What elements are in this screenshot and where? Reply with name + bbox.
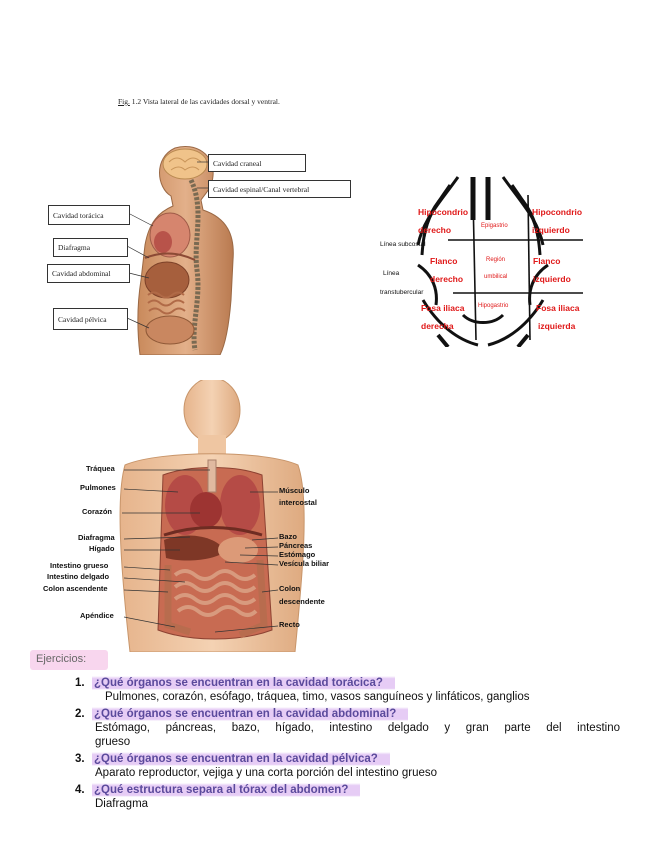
label-cavidad-abdominal: Cavidad abdominal (47, 264, 130, 283)
region-umbilical-2: umbilical (484, 274, 508, 280)
organ-label-recto: Recto (279, 620, 300, 629)
region-flanco-derecho-2: derecho (430, 274, 464, 284)
question-4: 4. ¿Qué estructura separa al tórax del a… (75, 783, 620, 797)
region-hipocondrio-izquierdo-1: Hipocondrio (532, 207, 583, 217)
question-number: 3. (75, 753, 85, 765)
region-flanco-derecho-1: Flanco (430, 256, 458, 266)
region-flanco-izquierdo-1: Flanco (533, 256, 561, 266)
region-flanco-izquierdo-2: izquierdo (533, 274, 571, 284)
region-epigastrio: Epigastrio (481, 223, 508, 229)
organ-label-bazo: Bazo (279, 532, 297, 541)
organ-label-intestino-delgado: Intestino delgado (47, 572, 110, 581)
organ-label-corazon: Corazón (82, 507, 112, 516)
question-2: 2. ¿Qué órganos se encuentran en la cavi… (75, 707, 620, 721)
question-text: ¿Qué órganos se encuentran en la cavidad… (92, 752, 390, 766)
question-number: 1. (75, 677, 85, 689)
figure-caption-prefix: Fig. (118, 97, 130, 106)
figure-caption: Fig. 1.2 Vista lateral de las cavidades … (118, 97, 280, 106)
organ-label-colon-2: descendente (279, 597, 325, 606)
exercises-list: 1. ¿Qué órganos se encuentran en la cavi… (75, 676, 620, 814)
label-cavidad-craneal: Cavidad craneal (208, 154, 306, 172)
answer-2-line-1: Estómago, páncreas, bazo, hígado, intest… (95, 722, 620, 734)
exercises-heading: Ejercicios: (30, 650, 108, 670)
region-umbilical-1: Región (486, 257, 506, 263)
answer-1: Pulmones, corazón, esófago, tráquea, tim… (105, 691, 530, 703)
lateral-cavities-figure: Cavidad craneal Cavidad espinal/Canal ve… (45, 140, 351, 355)
organ-label-higado: Hígado (89, 544, 115, 553)
organ-label-pulmones: Pulmones (80, 483, 116, 492)
region-fosa-iliaca-izquierda-2: izquierda (538, 321, 576, 331)
organ-label-apendice: Apéndice (80, 611, 114, 620)
answer-2-line-2: grueso (95, 736, 131, 748)
organ-label-diafragma: Diafragma (78, 533, 115, 542)
answer-2: Estómago, páncreas, bazo, hígado, intest… (95, 721, 620, 749)
organ-label-musculo-2: intercostal (279, 498, 317, 507)
linea-transtubercular-1: Línea (383, 270, 400, 277)
region-fosa-iliaca-derecha-2: derecha (421, 321, 454, 331)
label-cavidad-toracica: Cavidad torácica (48, 205, 130, 225)
region-hipocondrio-derecho-2: derecho (418, 225, 452, 235)
organ-label-colon-ascendente: Colon ascendente (43, 584, 108, 593)
linea-subcostal: Línea subcostal (380, 241, 426, 248)
question-3: 3. ¿Qué órganos se encuentran en la cavi… (75, 752, 620, 766)
label-cavidad-pelvica: Cavidad pélvica (53, 308, 128, 330)
lateral-body-illustration (126, 146, 234, 355)
answer-4: Diafragma (95, 798, 149, 810)
organ-label-traquea: Tráquea (86, 464, 115, 473)
region-fosa-iliaca-izquierda-1: Fosa iliaca (536, 303, 580, 313)
organ-label-intestino-grueso: Intestino grueso (50, 561, 109, 570)
region-hipogastrio: Hipogastrio (478, 303, 509, 309)
label-cavidad-espinal: Cavidad espinal/Canal vertebral (208, 180, 351, 198)
torso-illustration (119, 380, 305, 652)
abdominal-regions-figure: Hipocondrio derecho Epigastrio Hipocondr… (378, 175, 593, 347)
answer-3: Aparato reproductor, vejiga y una corta … (95, 767, 438, 779)
question-number: 4. (75, 784, 85, 796)
label-diafragma: Diafragma (53, 238, 128, 257)
organ-label-colon-1: Colon (279, 584, 301, 593)
ribcage-illustration (416, 176, 583, 347)
linea-transtubercular-2: transtubercular (380, 289, 424, 296)
question-number: 2. (75, 708, 85, 720)
region-fosa-iliaca-derecha-1: Fosa iliaca (421, 303, 465, 313)
figure-caption-text: 1.2 Vista lateral de las cavidades dorsa… (131, 97, 280, 106)
question-text: ¿Qué órganos se encuentran en la cavidad… (92, 707, 409, 721)
anterior-organs-figure: Tráquea Pulmones Corazón Diafragma Hígad… (40, 380, 340, 652)
organ-label-pancreas: Páncreas (279, 541, 313, 550)
organ-label-estomago: Estómago (279, 550, 316, 559)
region-hipocondrio-derecho-1: Hipocondrio (418, 207, 469, 217)
organ-label-vesicula: Vesícula biliar (279, 559, 330, 568)
question-text: ¿Qué estructura separa al tórax del abdo… (92, 783, 361, 797)
region-hipocondrio-izquierdo-2: izquierdo (532, 225, 570, 235)
organ-label-musculo-1: Músculo (279, 486, 310, 495)
exercises-heading-text: Ejercicios: (36, 653, 87, 665)
question-text: ¿Qué órganos se encuentran en la cavidad… (92, 676, 395, 690)
question-1: 1. ¿Qué órganos se encuentran en la cavi… (75, 676, 620, 690)
